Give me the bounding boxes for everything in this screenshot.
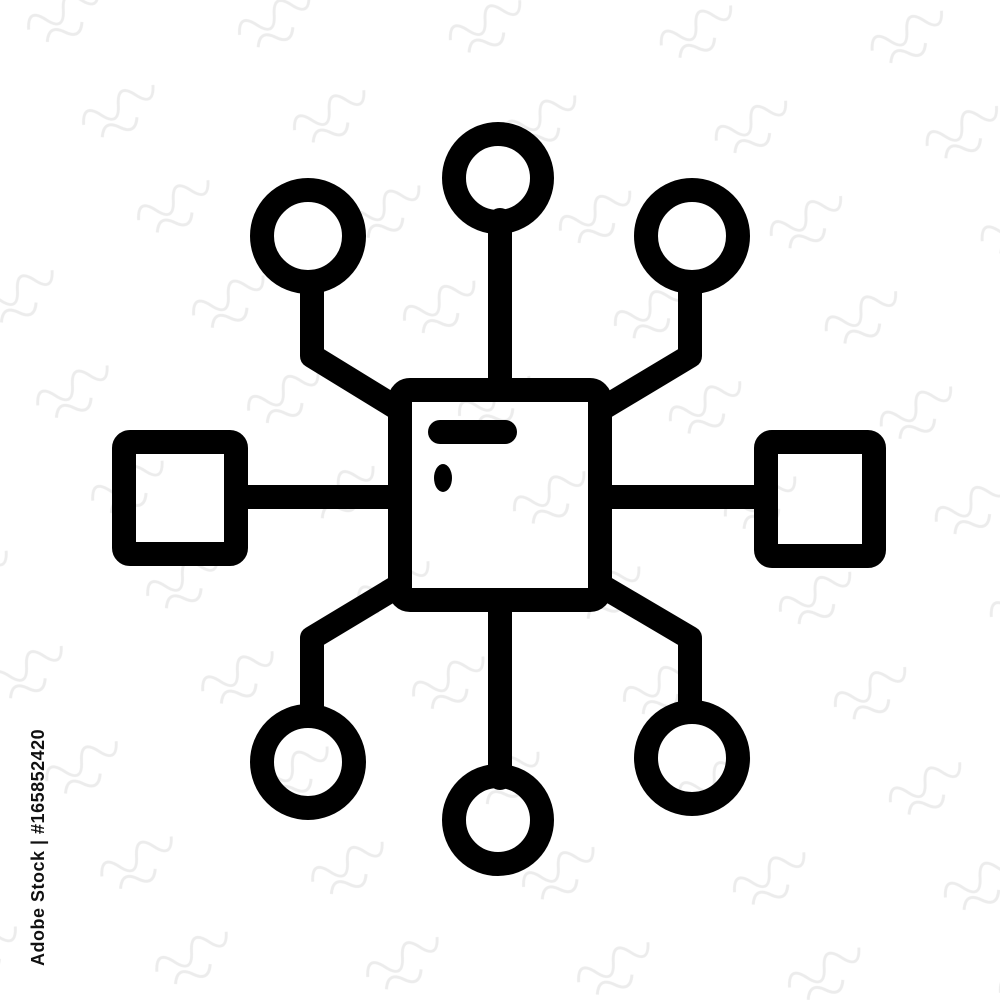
bottom-left-circle [250, 704, 366, 820]
chip-dot-mark [434, 464, 452, 492]
top-left-circle [250, 178, 366, 294]
top-left-connector [300, 270, 412, 422]
bottom-left-connector [300, 573, 412, 724]
bottom-circle [442, 764, 554, 876]
stock-id-label: Adobe Stock | #165852420 [28, 728, 48, 966]
left-square [112, 430, 248, 566]
top-right-circle [634, 178, 750, 294]
right-square [754, 430, 886, 568]
top-circle [442, 122, 554, 234]
bottom-right-connector [588, 573, 702, 724]
top-right-connector [588, 270, 702, 422]
bottom-right-circle [634, 700, 750, 816]
